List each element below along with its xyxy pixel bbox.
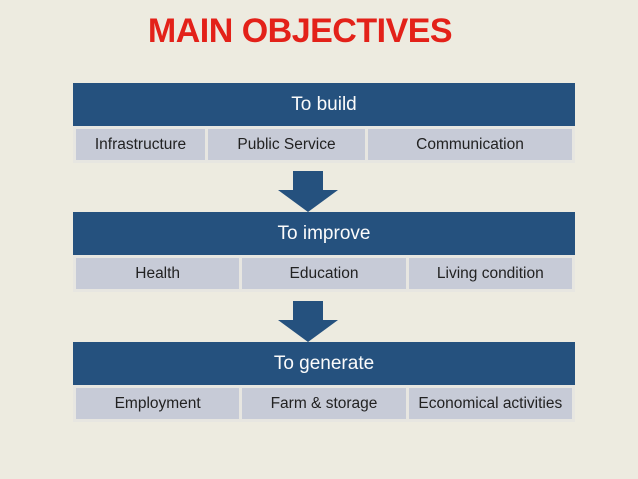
table-cell-health: Health: [76, 258, 240, 289]
table-header-build: To build: [73, 83, 575, 126]
table-cell-communication: Communication: [368, 129, 572, 160]
table-header-generate: To generate: [73, 342, 575, 385]
table-cell-farm-storage: Farm & storage: [242, 388, 406, 419]
objective-table-improve: To improve Health Education Living condi…: [73, 212, 575, 292]
table-cell-infrastructure: Infrastructure: [76, 129, 205, 160]
table-cell-education: Education: [242, 258, 406, 289]
table-row: Employment Farm & storage Economical act…: [73, 385, 575, 422]
table-row: Infrastructure Public Service Communicat…: [73, 126, 575, 163]
table-cell-economical-activities: Economical activities: [408, 388, 572, 419]
down-arrow-icon: [278, 171, 338, 212]
objective-table-build: To build Infrastructure Public Service C…: [73, 83, 575, 163]
down-arrow-icon: [278, 301, 338, 342]
page-title: MAIN OBJECTIVES: [147, 12, 453, 50]
table-row: Health Education Living condition: [73, 255, 575, 292]
table-cell-employment: Employment: [76, 388, 240, 419]
objective-table-generate: To generate Employment Farm & storage Ec…: [73, 342, 575, 422]
table-cell-public-service: Public Service: [208, 129, 365, 160]
table-header-improve: To improve: [73, 212, 575, 255]
table-cell-living-condition: Living condition: [408, 258, 572, 289]
